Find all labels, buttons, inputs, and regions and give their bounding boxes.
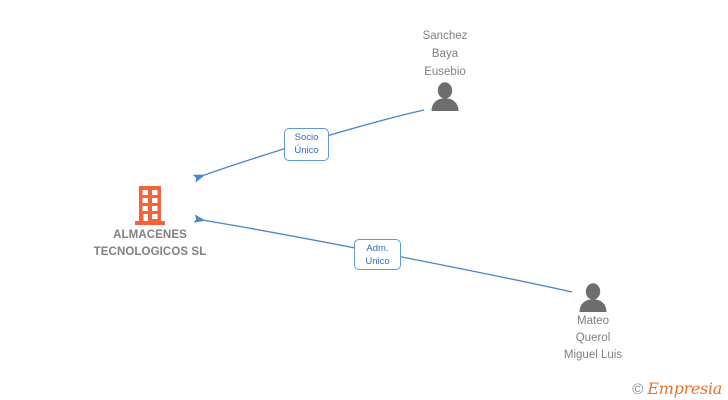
person-name-line2: Baya (431, 48, 459, 60)
company-name-line1: ALMACENES (113, 229, 187, 241)
relation-chip-socio-unico[interactable]: Socio Único (284, 128, 329, 161)
relation-label-line1: Socio (294, 132, 319, 143)
person-name-line3: Miguel Luis (563, 349, 623, 361)
person-node-sanchez-baya-eusebio[interactable]: Sanchez Baya Eusebio (365, 28, 525, 111)
relation-chip-adm-unico[interactable]: Adm. Unico (354, 239, 401, 270)
person-name-line3: Eusebio (424, 66, 466, 78)
relation-label-line2: Unico (365, 256, 390, 267)
person-icon (431, 82, 459, 111)
watermark: © Empresia (632, 381, 722, 397)
person-name-line1: Sanchez (422, 30, 468, 42)
brand-name: Empresia (647, 379, 722, 398)
person-name-line2: Querol (575, 332, 611, 344)
copyright-icon: © (632, 380, 644, 398)
person-name-line1: Mateo (577, 315, 609, 327)
company-name-line2: TECNOLOGICOS SL (93, 246, 207, 258)
relation-label-line1: Adm. (366, 243, 389, 254)
company-node-almacenes-tecnologicos-sl[interactable]: ALMACENES TECNOLOGICOS SL (60, 185, 240, 259)
building-icon (135, 186, 165, 225)
relation-label-line2: Único (294, 145, 319, 156)
person-node-mateo-querol-miguel-luis[interactable]: Mateo Querol Miguel Luis (513, 283, 673, 363)
person-icon (579, 283, 607, 312)
